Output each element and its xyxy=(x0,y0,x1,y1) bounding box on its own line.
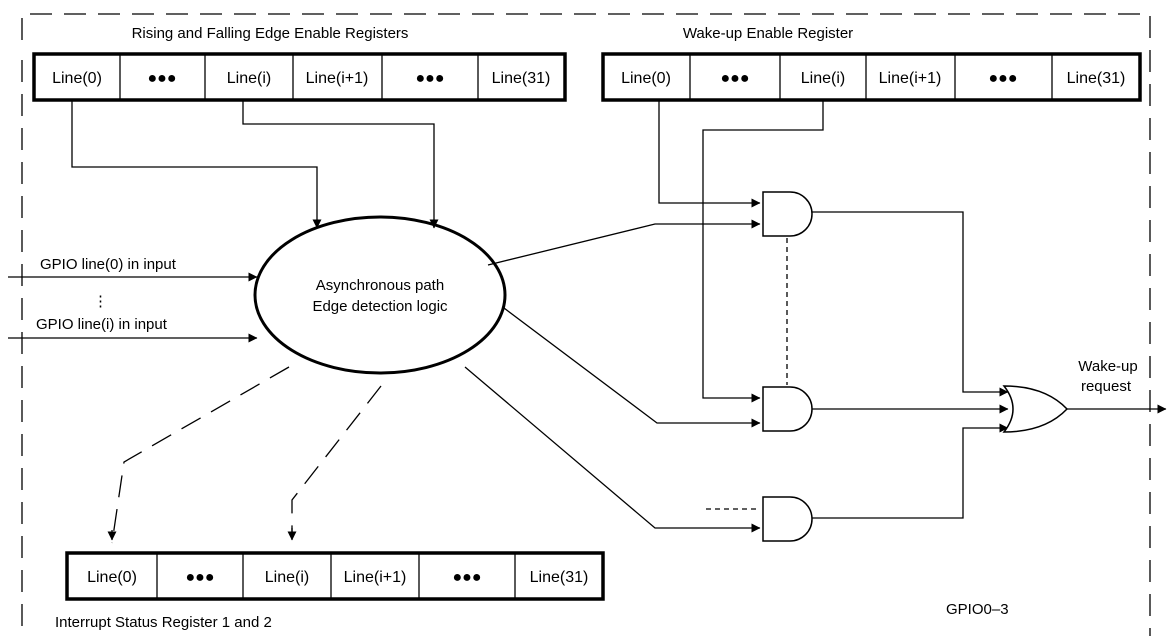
logic-label-line2: Edge detection logic xyxy=(312,298,448,315)
interrupt-register-table: Line(0) ●●● Line(i) Line(i+1) ●●● Line(3… xyxy=(65,551,605,601)
gate3-to-or-wire xyxy=(812,423,1009,519)
edge-cell-line-i: Line(i) xyxy=(227,70,271,87)
gpio-ellipsis: ⋮ xyxy=(93,293,108,310)
and-gate-line-0 xyxy=(762,191,813,237)
wakeup-request-label-2: request xyxy=(1081,378,1132,395)
logic-to-gate3-wire xyxy=(464,366,761,533)
interrupt-cell-line-0: Line(0) xyxy=(87,569,137,586)
logic-to-gate2-wire xyxy=(503,307,761,428)
or-gate xyxy=(1002,385,1069,433)
edge-line-i-wire xyxy=(242,100,439,229)
interrupt-path-line-i xyxy=(291,385,382,535)
wakeup-register-table: Line(0) ●●● Line(i) Line(i+1) ●●● Line(3… xyxy=(601,52,1142,102)
gate1-to-or-wire xyxy=(812,211,1009,397)
wakeup-cell-line-31: Line(31) xyxy=(1067,70,1126,87)
wakeup-cell-ellipsis-2: ●●● xyxy=(989,70,1018,87)
edge-registers-title: Rising and Falling Edge Enable Registers xyxy=(132,25,409,42)
wakeup-cell-line-i: Line(i) xyxy=(801,70,845,87)
interrupt-cell-line-i: Line(i) xyxy=(265,569,309,586)
gpio-input-i-label: GPIO line(i) in input xyxy=(36,316,168,333)
edge-cell-ellipsis-1: ●●● xyxy=(148,70,177,87)
boundary-frame xyxy=(21,13,1151,636)
edge-cell-line-i-plus-1: Line(i+1) xyxy=(306,70,369,87)
edge-line-0-wire xyxy=(71,100,322,229)
wakeup-line-0-wire xyxy=(658,100,761,208)
wakeup-request-label-1: Wake-up xyxy=(1078,358,1137,375)
interrupt-cell-ellipsis-2: ●●● xyxy=(453,569,482,586)
logic-to-gate1-wire xyxy=(487,219,761,266)
edge-register-table: Line(0) ●●● Line(i) Line(i+1) ●●● Line(3… xyxy=(32,52,567,102)
edge-cell-line-0: Line(0) xyxy=(52,70,102,87)
edge-detection-logic xyxy=(253,215,507,375)
wakeup-cell-ellipsis-1: ●●● xyxy=(721,70,750,87)
edge-cell-line-31: Line(31) xyxy=(492,70,551,87)
interrupt-cell-ellipsis-1: ●●● xyxy=(186,569,215,586)
wakeup-cell-line-i-plus-1: Line(i+1) xyxy=(879,70,942,87)
interrupt-cell-line-31: Line(31) xyxy=(530,569,589,586)
figure-id: GPIO0–3 xyxy=(946,601,1009,618)
interrupt-cell-line-i-plus-1: Line(i+1) xyxy=(344,569,407,586)
and-gate-line-31 xyxy=(762,496,813,542)
and-gate-line-i xyxy=(762,386,813,432)
interrupt-register-title: Interrupt Status Register 1 and 2 xyxy=(55,614,272,631)
gpio-input-0-label: GPIO line(0) in input xyxy=(40,256,177,273)
wakeup-register-title: Wake-up Enable Register xyxy=(683,25,853,42)
wakeup-line-i-wire xyxy=(702,100,824,403)
edge-cell-ellipsis-2: ●●● xyxy=(416,70,445,87)
wakeup-cell-line-0: Line(0) xyxy=(621,70,671,87)
interrupt-path-line-0 xyxy=(111,366,290,544)
logic-label-line1: Asynchronous path xyxy=(316,277,444,294)
